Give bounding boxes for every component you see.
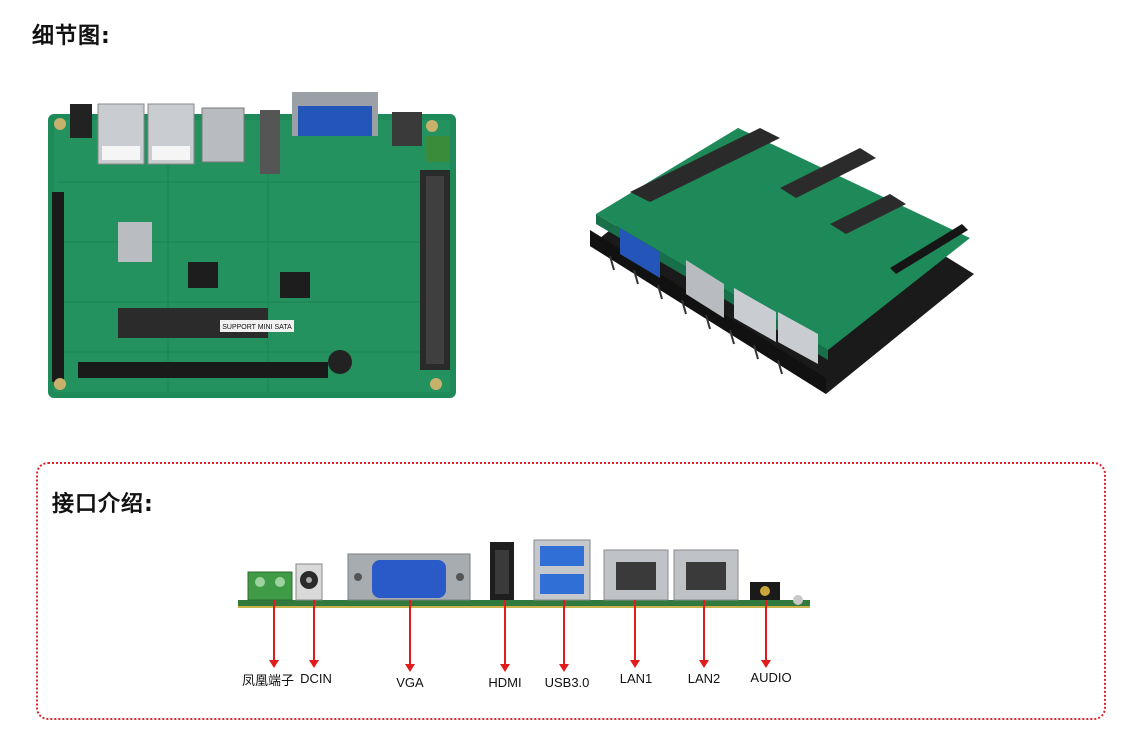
detail-section-title: 细节图: bbox=[32, 24, 111, 49]
port-label-dcin: DCIN bbox=[300, 671, 332, 686]
board-isometric-view-image bbox=[590, 128, 974, 394]
port-label-phoenix: 凤凰端子 bbox=[241, 673, 295, 688]
port-label-vga: VGA bbox=[396, 675, 424, 690]
port-label-audio: AUDIO bbox=[750, 670, 792, 685]
callout-lan2 bbox=[699, 600, 709, 668]
board-top-view-image: SUPPORT MINI SATA bbox=[48, 92, 456, 398]
port-panel-image bbox=[238, 539, 810, 608]
interface-section-title: 接口介绍: bbox=[52, 492, 154, 517]
interface-frame bbox=[36, 462, 1106, 720]
callout-hdmi bbox=[500, 600, 510, 672]
callout-phoenix bbox=[269, 600, 279, 668]
port-label-lan1: LAN1 bbox=[619, 671, 653, 686]
mini-sata-silkscreen: SUPPORT MINI SATA bbox=[222, 324, 292, 331]
port-label-lan2: LAN2 bbox=[687, 671, 721, 686]
callout-dcin bbox=[309, 600, 319, 668]
callout-audio bbox=[761, 600, 771, 668]
port-label-hdmi: HDMI bbox=[488, 675, 522, 690]
callout-usb bbox=[559, 600, 569, 672]
port-label-usb: USB3.0 bbox=[544, 675, 590, 690]
callout-lan1 bbox=[630, 600, 640, 668]
callout-vga bbox=[405, 600, 415, 672]
